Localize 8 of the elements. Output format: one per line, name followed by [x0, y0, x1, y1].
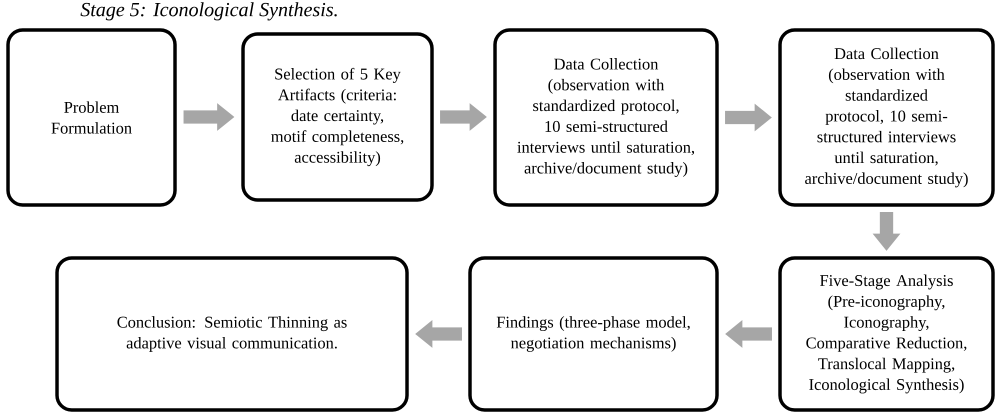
process-box: Data Collection (observation with standardized protocol, 10 semi-structured interviews until saturation, archive/document study) — [778, 28, 995, 207]
process-box: Findings (three-phase model, negotiation mechanisms) — [468, 256, 719, 412]
process-box: Selection of 5 Key Artifacts (criteria: date certainty, motif completeness, accessibility) — [241, 32, 434, 202]
process-box: Data Collection (observation with standardized protocol, 10 semi-structured interviews until saturation, archive/document study) — [493, 28, 719, 207]
process-box: Conclusion: Semiotic Thinning as adaptive visual communication. — [55, 256, 409, 412]
process-box: Problem Formulation — [6, 28, 177, 207]
process-box: Five-Stage Analysis (Pre-iconography, Iconography, Comparative Reduction, Translocal Mapping, Iconological Synthesis) — [778, 256, 995, 412]
heading: Stage 5: Iconological Synthesis. — [80, 2, 337, 20]
